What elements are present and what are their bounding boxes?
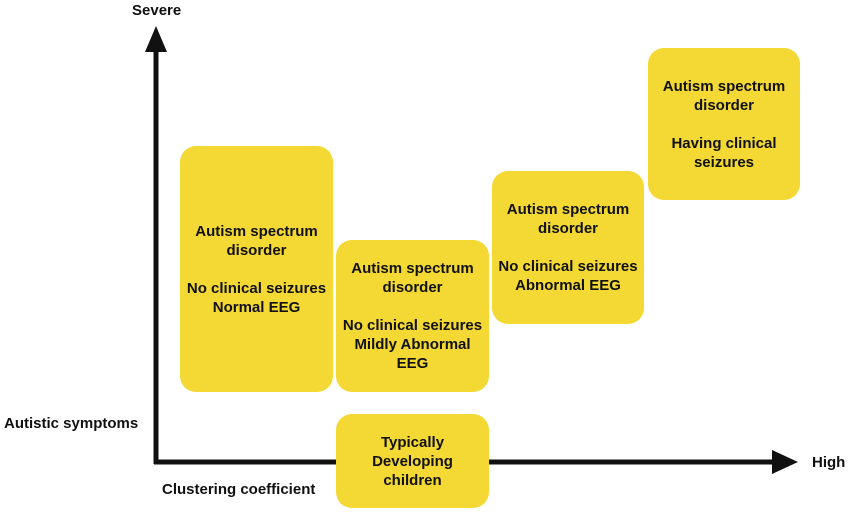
box-line: disorder bbox=[693, 96, 754, 114]
box-line: EEG bbox=[396, 355, 429, 372]
box-line: No clinical seizures bbox=[342, 317, 483, 334]
box-line: Developing bbox=[372, 452, 453, 470]
box-line: disorder bbox=[537, 220, 598, 237]
box-line: Autism spectrum bbox=[195, 222, 318, 240]
box-line: No clinical seizures bbox=[186, 279, 327, 297]
box-line: Typically bbox=[380, 433, 445, 451]
box-asd-abnormal-eeg: Autism spectrum disorder No clinical sei… bbox=[492, 171, 644, 324]
box-asd-clinical-seizures: Autism spectrum disorder Having clinical… bbox=[648, 48, 800, 200]
x-axis-end-label: High bbox=[812, 454, 846, 471]
box-line: Abnormal EEG bbox=[515, 277, 621, 294]
box-line: seizures bbox=[693, 153, 755, 171]
x-axis-arrowhead bbox=[772, 450, 798, 474]
box-line: No clinical seizures bbox=[498, 258, 638, 275]
y-axis-arrowhead bbox=[145, 26, 167, 52]
box-line: Mildly Abnormal bbox=[354, 336, 471, 353]
box-line: Normal EEG bbox=[212, 298, 301, 316]
box-line: disorder bbox=[382, 279, 443, 296]
box-line: children bbox=[383, 471, 442, 489]
y-axis-label: Autistic symptoms bbox=[4, 415, 139, 432]
box-line: Having clinical bbox=[671, 134, 777, 152]
y-axis-top-label: Severe bbox=[132, 2, 182, 19]
box-typically-developing: Typically Developing children bbox=[336, 414, 489, 508]
box-line: Autism spectrum bbox=[662, 77, 786, 95]
box-line: disorder bbox=[226, 241, 287, 259]
box-asd-mildly-abnormal-eeg: Autism spectrum disorder No clinical sei… bbox=[336, 240, 489, 392]
box-line: Autism spectrum bbox=[506, 201, 630, 218]
box-asd-normal-eeg: Autism spectrum disorder No clinical sei… bbox=[180, 146, 333, 392]
box-line: Autism spectrum bbox=[351, 260, 474, 277]
x-axis-label: Clustering coefficient bbox=[162, 481, 316, 498]
